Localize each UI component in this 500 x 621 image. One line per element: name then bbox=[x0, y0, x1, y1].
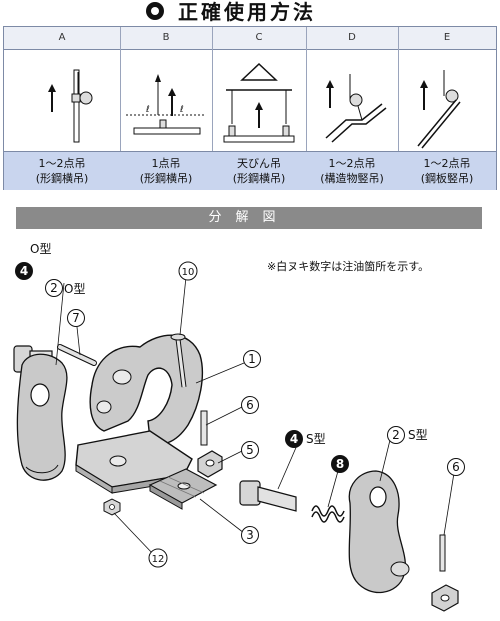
method-a-caption: 1〜2点吊 (形鋼横吊) bbox=[4, 152, 120, 190]
method-c-illustration bbox=[223, 62, 295, 143]
callout-1: 1 bbox=[248, 352, 256, 366]
method-d-illustration bbox=[325, 74, 387, 143]
method-b-caption: 1点吊 (形鋼横吊) bbox=[120, 152, 212, 190]
caption-line: 1〜2点吊 bbox=[328, 157, 376, 170]
callout-4-left: 4 bbox=[20, 264, 28, 278]
caption-line: (形鋼横吊) bbox=[35, 172, 89, 185]
o-type-cam bbox=[16, 353, 68, 481]
method-e-illustration bbox=[417, 70, 461, 149]
method-e-caption: 1〜2点吊 (鋼板竪吊) bbox=[398, 152, 496, 190]
part-12-nut bbox=[103, 498, 121, 516]
column-header-b: B bbox=[162, 32, 170, 43]
callout-circle-filled bbox=[15, 262, 33, 280]
callout-12: 12 bbox=[152, 554, 165, 565]
column-divider bbox=[398, 27, 399, 189]
caption-line: (構造物竪吊) bbox=[320, 172, 384, 185]
column-header-e: E bbox=[443, 32, 451, 43]
part-8-spring bbox=[311, 505, 345, 523]
exploded-view-diagram: 4 O型 2 O型 7 10 1 6 5 3 12 4 S型 8 bbox=[13, 242, 465, 612]
bullet-circle-icon bbox=[146, 2, 164, 20]
caption-line: 1〜2点吊 bbox=[423, 157, 471, 170]
caption-line: 1点吊 bbox=[151, 157, 181, 170]
part-7-pin bbox=[57, 344, 97, 366]
column-divider bbox=[306, 27, 307, 189]
dimension-label-left: ℓ bbox=[145, 105, 150, 115]
callout-6-right: 6 bbox=[452, 460, 460, 474]
callout-8: 8 bbox=[336, 457, 344, 471]
part-5-nut bbox=[197, 450, 223, 478]
method-d-caption: 1〜2点吊 (構造物竪吊) bbox=[306, 152, 398, 190]
callout-2-left: 2 bbox=[50, 281, 58, 295]
clamp-body bbox=[75, 334, 203, 494]
lubrication-note: ※白ヌキ数字は注油箇所を示す。 bbox=[267, 260, 430, 273]
section-title: 分解図 bbox=[208, 210, 290, 225]
o-type-label-2: O型 bbox=[64, 282, 85, 296]
caption-line: 天びん吊 bbox=[237, 157, 281, 170]
caption-line: (鋼板竪吊) bbox=[420, 172, 474, 185]
column-divider bbox=[212, 27, 213, 189]
method-c-caption: 天びん吊 (形鋼横吊) bbox=[212, 152, 306, 190]
column-divider bbox=[120, 27, 121, 189]
table-header-row: A B C D E bbox=[4, 27, 496, 50]
part-3-jaw-pad bbox=[148, 468, 218, 510]
callout-10: 10 bbox=[182, 267, 195, 278]
s-type-pin bbox=[239, 480, 297, 512]
caption-line: (形鋼横吊) bbox=[139, 172, 193, 185]
part-10-bolt bbox=[170, 333, 187, 388]
callout-2-right: 2 bbox=[392, 428, 400, 442]
caption-row: 1〜2点吊 (形鋼横吊) 1点吊 (形鋼横吊) 天びん吊 (形鋼横吊) 1〜2点… bbox=[4, 151, 496, 190]
callout-6-center: 6 bbox=[246, 398, 254, 412]
part-6-pin-center bbox=[200, 410, 208, 446]
dimension-label-right: ℓ bbox=[179, 105, 184, 115]
usage-method-table: A B C D E ℓ ℓ bbox=[3, 26, 497, 190]
hex-nut-right bbox=[431, 584, 459, 612]
s-type-cam bbox=[348, 470, 410, 594]
method-a-illustration bbox=[48, 69, 93, 143]
method-b-illustration: ℓ ℓ bbox=[126, 74, 206, 135]
caption-line: 1〜2点吊 bbox=[38, 157, 86, 170]
callout-4-right: 4 bbox=[290, 432, 298, 446]
callout-3: 3 bbox=[246, 528, 254, 542]
o-type-label: O型 bbox=[30, 242, 51, 256]
column-header-c: C bbox=[255, 32, 263, 43]
leader-lines bbox=[55, 276, 455, 556]
section-header-bar: 分解図 bbox=[16, 207, 482, 229]
callout-5: 5 bbox=[246, 443, 254, 457]
caption-line: (形鋼横吊) bbox=[232, 172, 286, 185]
title-row: 正確使用方法 bbox=[0, 0, 500, 24]
page-title: 正確使用方法 bbox=[178, 0, 316, 24]
part-callouts: 4 O型 2 O型 7 10 1 6 5 3 12 4 S型 8 bbox=[15, 242, 465, 568]
column-header-a: A bbox=[58, 32, 66, 43]
s-type-label-2: S型 bbox=[408, 428, 428, 442]
callout-7: 7 bbox=[72, 311, 80, 325]
s-type-label: S型 bbox=[306, 432, 326, 446]
column-header-d: D bbox=[348, 32, 356, 43]
part-6-pin-right bbox=[439, 534, 446, 572]
